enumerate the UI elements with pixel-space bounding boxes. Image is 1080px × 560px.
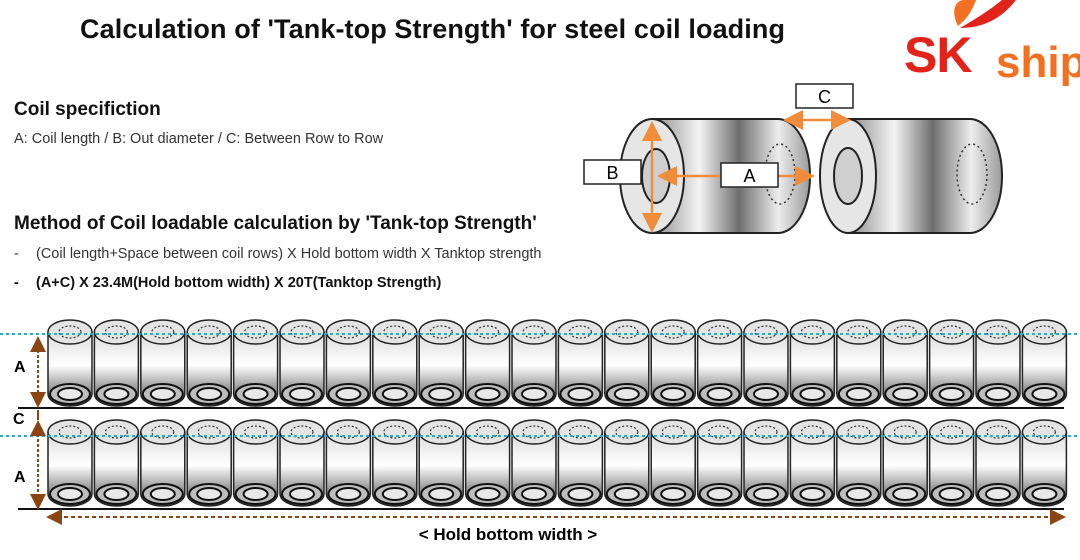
- method-heading: Method of Coil loadable calculation by '…: [14, 213, 537, 234]
- coil-upright: [604, 419, 650, 507]
- label-b-box: B: [606, 163, 618, 183]
- coil-upright: [650, 319, 696, 407]
- row-label-c: C: [13, 411, 25, 428]
- coil-upright: [186, 419, 232, 507]
- coil-upright: [743, 419, 789, 507]
- coil-spec-text: A: Coil length / B: Out diameter / C: Be…: [14, 131, 384, 147]
- coil-upright: [325, 419, 372, 507]
- logo-ship-text: ship: [996, 38, 1080, 87]
- coil-upright: [279, 319, 325, 407]
- bullet-2-text: (A+C) X 23.4M(Hold bottom width) X 20T(T…: [36, 275, 442, 291]
- coil-upright: [372, 319, 418, 407]
- logo-sk-text: SK: [904, 27, 972, 83]
- coil-upright: [186, 319, 232, 407]
- coil-upright: [1021, 319, 1068, 407]
- coil-upright: [604, 319, 650, 407]
- coil-upright: [836, 319, 882, 407]
- coil-upright: [975, 419, 1021, 507]
- coil-upright: [557, 419, 604, 507]
- row-label-a-lower: A: [14, 469, 26, 486]
- coil-upright: [418, 419, 464, 507]
- coil-upright: [836, 419, 882, 507]
- coil-upright: [650, 419, 696, 507]
- coil-upright: [140, 419, 186, 507]
- coil-upright: [975, 319, 1021, 407]
- method-bullet-2: - (A+C) X 23.4M(Hold bottom width) X 20T(…: [14, 275, 441, 291]
- coil-upright: [47, 319, 93, 407]
- coil-upright: [696, 319, 743, 407]
- butterfly-logo-icon: [954, 0, 1016, 28]
- coil-upright: [464, 319, 511, 407]
- method-bullet-1: - (Coil length+Space between coil rows) X…: [14, 246, 542, 262]
- coil-right: [819, 118, 1003, 234]
- coil-upright: [325, 319, 372, 407]
- coil-upright: [928, 419, 975, 507]
- coil-row-lower: [47, 419, 1068, 507]
- coil-upright: [93, 419, 140, 507]
- coil-upright: [882, 419, 928, 507]
- coil-upright: [232, 419, 279, 507]
- row-label-a-upper: A: [14, 359, 26, 376]
- bullet-1-text: (Coil length+Space between coil rows) X …: [36, 246, 542, 262]
- sk-ship-logo: SK ship: [898, 0, 1080, 90]
- coil-upright: [557, 319, 604, 407]
- coil-upright: [372, 419, 418, 507]
- coil-left: [619, 118, 811, 234]
- coil-upright: [418, 319, 464, 407]
- coil-upright: [696, 419, 743, 507]
- bullet-dash: -: [14, 275, 19, 291]
- coil-upright: [928, 319, 975, 407]
- coil-upright: [789, 419, 836, 507]
- coil-upright: [93, 319, 140, 407]
- coil-upright: [232, 319, 279, 407]
- coil-upright: [789, 319, 836, 407]
- coil-upright: [279, 419, 325, 507]
- page-title: Calculation of 'Tank-top Strength' for s…: [80, 14, 786, 44]
- coil-upright: [464, 419, 511, 507]
- coil-row-upper: [47, 319, 1068, 407]
- label-c-box: C: [818, 87, 831, 107]
- coil-upright: [140, 319, 186, 407]
- coil-upright: [1021, 419, 1068, 507]
- bullet-dash: -: [14, 246, 19, 262]
- coil-spec-heading: Coil specifiction: [14, 99, 161, 120]
- label-a-box: A: [743, 166, 755, 186]
- coil-upright: [47, 419, 93, 507]
- coil-upright: [511, 319, 557, 407]
- coil-upright: [882, 319, 928, 407]
- coil-upright: [743, 319, 789, 407]
- hold-width-label: < Hold bottom width >: [419, 525, 598, 544]
- coil-upright: [511, 419, 557, 507]
